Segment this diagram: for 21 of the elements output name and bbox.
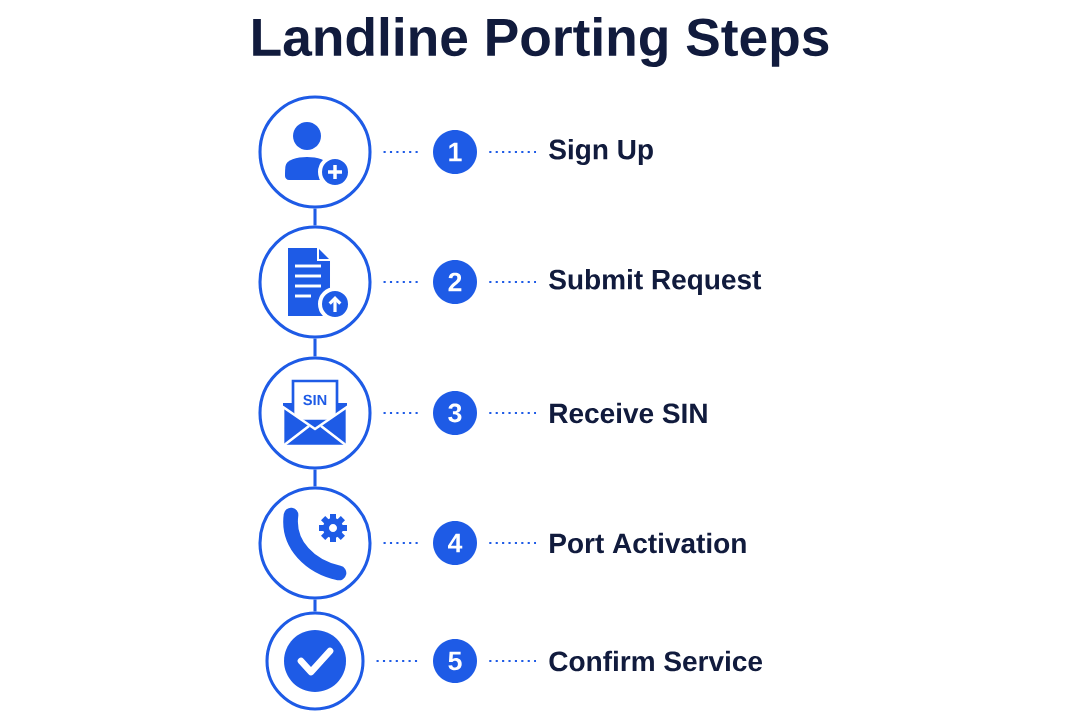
step-number: 2 bbox=[433, 260, 477, 304]
step-label: Submit Request bbox=[549, 268, 762, 296]
step-number: 1 bbox=[433, 130, 477, 174]
connector-line bbox=[313, 208, 317, 226]
dotted-connector bbox=[488, 542, 537, 544]
dotted-connector bbox=[488, 412, 537, 414]
dotted-connector bbox=[488, 660, 537, 662]
step-number: 5 bbox=[433, 639, 477, 683]
connector-line bbox=[313, 469, 317, 487]
step-label: Receive SIN bbox=[550, 402, 707, 424]
diagram-title: Landline Porting Steps bbox=[253, 17, 829, 67]
dotted-connector bbox=[488, 151, 537, 153]
step-label: Sign Up bbox=[549, 138, 653, 166]
connector-line bbox=[313, 338, 317, 357]
connector-line bbox=[313, 599, 317, 612]
step-label: Port Activation bbox=[550, 532, 746, 554]
dotted-connector bbox=[488, 281, 537, 283]
step-number: 4 bbox=[433, 521, 477, 565]
letter-text: SIN bbox=[303, 394, 327, 406]
step-label: Confirm Service bbox=[549, 650, 763, 672]
step-number: 3 bbox=[433, 391, 477, 435]
